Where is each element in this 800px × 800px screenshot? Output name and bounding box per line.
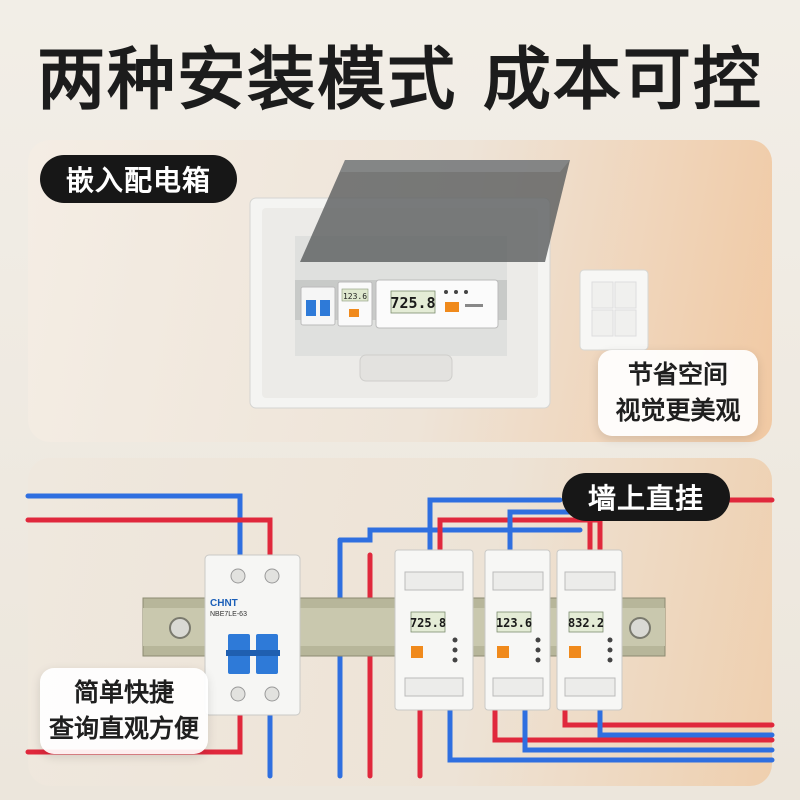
box-meter-large: 725.8 bbox=[375, 279, 499, 329]
rail-meter-2: 123.6 bbox=[484, 549, 551, 711]
box-meter-large-reading: 725.8 bbox=[390, 294, 435, 312]
box-breaker bbox=[300, 286, 336, 326]
light-switch bbox=[579, 269, 649, 351]
breaker-model: NBE7LE-63 bbox=[210, 611, 247, 618]
distribution-box bbox=[249, 160, 570, 409]
wall-mount-benefit-note: 简单快捷 查询直观方便 bbox=[40, 668, 208, 754]
rail-meter-3: 832.2 bbox=[556, 549, 623, 711]
wall-mount-mode-label: 墙上直挂 bbox=[562, 473, 731, 521]
note-line: 查询直观方便 bbox=[48, 714, 199, 743]
rail-meter-1-reading: 725.8 bbox=[410, 616, 446, 630]
note-line: 简单快捷 bbox=[73, 678, 174, 707]
box-meter-small-reading: 123.6 bbox=[343, 292, 367, 301]
note-line: 节省空间 bbox=[627, 360, 728, 389]
circuit-breaker: CHNT NBE7LE-63 bbox=[204, 554, 301, 716]
note-line: 视觉更美观 bbox=[615, 396, 741, 425]
rail-meter-2-reading: 123.6 bbox=[496, 616, 532, 630]
embedded-mode-label: 嵌入配电箱 bbox=[40, 155, 238, 203]
rail-meter-3-reading: 832.2 bbox=[568, 616, 604, 630]
box-meter-small: 123.6 bbox=[337, 281, 373, 327]
rail-meter-1: 725.8 bbox=[394, 549, 474, 711]
breaker-brand: CHNT bbox=[210, 598, 238, 609]
embedded-benefit-note: 节省空间 视觉更美观 bbox=[598, 350, 758, 436]
transparent-cover bbox=[300, 160, 570, 262]
headline: 两种安装模式 成本可控 bbox=[37, 40, 763, 120]
